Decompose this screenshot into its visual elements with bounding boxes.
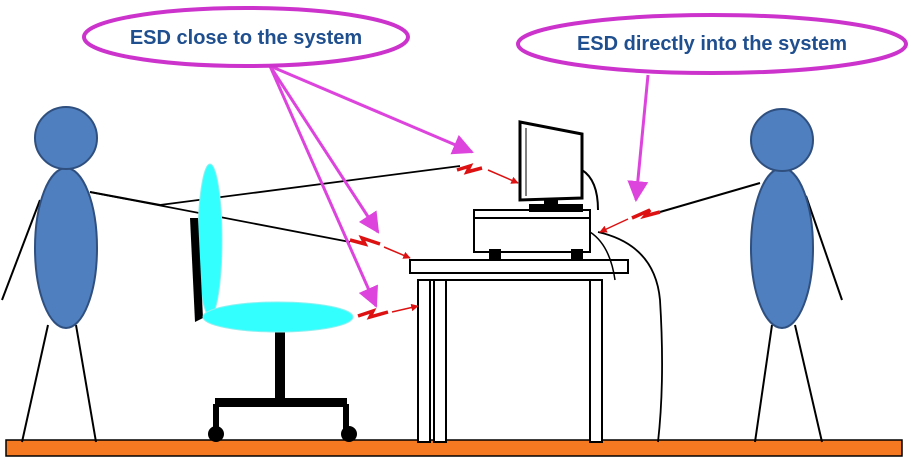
- callout-direct-label: ESD directly into the system: [577, 33, 847, 55]
- desk: [409, 259, 629, 443]
- chair-seat: [202, 301, 354, 333]
- callout-near-label: ESD close to the system: [130, 27, 362, 49]
- spark-desk-upper: [349, 235, 411, 259]
- computer: [473, 120, 663, 443]
- touch-lines-left: [89, 165, 461, 243]
- spark-monitor: [456, 163, 519, 184]
- person-left: [1, 106, 161, 443]
- person-right-head: [750, 108, 814, 172]
- person-left-head: [34, 106, 98, 170]
- spark-direct: [599, 208, 661, 233]
- person-right-body: [750, 167, 814, 329]
- office-chair: [190, 163, 357, 442]
- spark-desk-lower: [357, 303, 419, 320]
- floor: [5, 439, 903, 457]
- monitor: [518, 120, 584, 202]
- computer-case: [473, 209, 591, 253]
- callout-arrow-direct: [627, 74, 650, 203]
- person-right: [659, 108, 843, 443]
- desk-top: [409, 259, 629, 274]
- person-left-body: [34, 167, 98, 329]
- callout-arrows-near: [268, 64, 474, 308]
- callout-direct: ESD directly into the system: [516, 13, 908, 75]
- callout-near: ESD close to the system: [82, 6, 410, 68]
